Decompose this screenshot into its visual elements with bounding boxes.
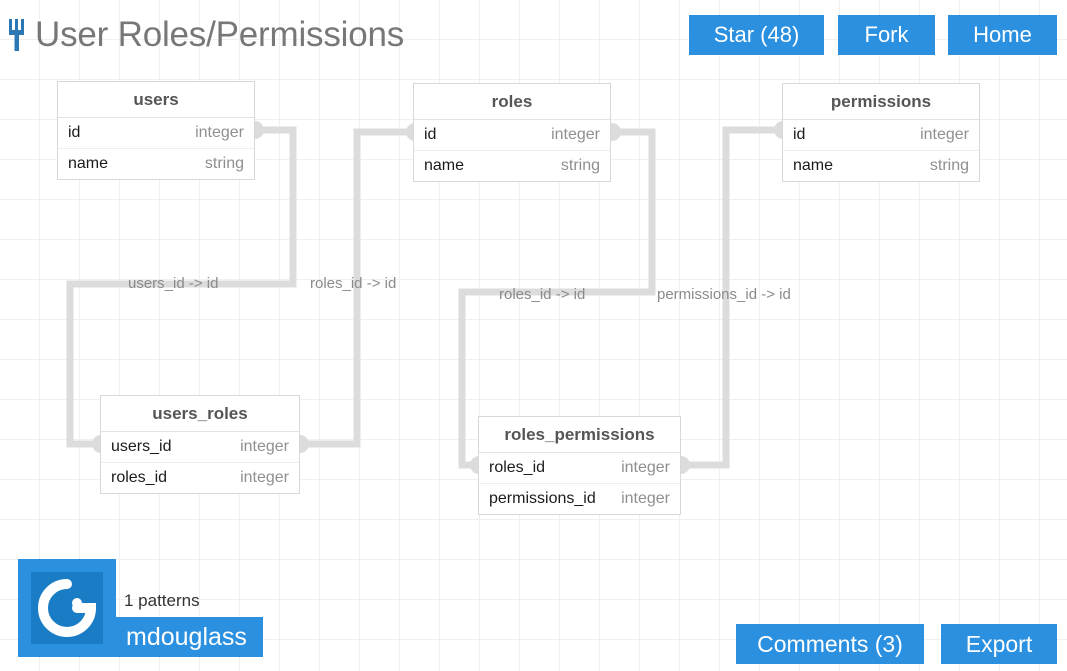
column-name: name: [793, 157, 834, 174]
entity-column-row[interactable]: name string: [58, 149, 254, 179]
edge-roles-permissions-to-roles: [458, 128, 656, 469]
edge-label-users-roles-to-roles: roles_id -> id: [310, 275, 397, 292]
home-button[interactable]: Home: [948, 15, 1057, 55]
column-name: id: [424, 126, 437, 143]
column-name: roles_id: [111, 469, 168, 486]
entity-table-title: permissions: [783, 84, 979, 120]
entity-table-users-roles[interactable]: users_roles users_id integer roles_id in…: [100, 395, 300, 494]
edge-label-roles-permissions-to-permissions: permissions_id -> id: [657, 286, 791, 303]
entity-table-title: users: [58, 82, 254, 118]
patterns-count-label: 1 patterns: [124, 591, 200, 610]
entity-table-title: users_roles: [101, 396, 299, 432]
page-title-block: User Roles/Permissions: [8, 10, 404, 60]
edge-users-roles-to-roles: [300, 128, 414, 448]
star-button[interactable]: Star (48): [689, 15, 824, 55]
entity-table-users[interactable]: users id integer name string: [57, 81, 255, 180]
entity-column-row[interactable]: name string: [414, 151, 610, 181]
page-title: User Roles/Permissions: [35, 15, 405, 54]
entity-column-row[interactable]: id integer: [783, 120, 979, 151]
column-name: roles_id: [489, 459, 546, 476]
edge-roles-permissions-to-permissions: [680, 126, 782, 469]
entity-table-title: roles: [414, 84, 610, 120]
column-type: integer: [621, 459, 670, 476]
entity-column-row[interactable]: name string: [783, 151, 979, 181]
column-name: users_id: [111, 438, 172, 455]
column-name: id: [68, 124, 81, 141]
author-name-badge[interactable]: mdouglass: [110, 617, 263, 657]
entity-table-roles-permissions[interactable]: roles_permissions roles_id integer permi…: [478, 416, 681, 515]
author-avatar-block[interactable]: [18, 559, 116, 657]
entity-column-row[interactable]: roles_id integer: [479, 453, 680, 484]
fork-icon: [9, 19, 24, 51]
column-type: string: [560, 157, 600, 174]
column-name: name: [68, 155, 109, 172]
entity-column-row[interactable]: users_id integer: [101, 432, 299, 463]
fork-button[interactable]: Fork: [838, 15, 935, 55]
column-name: id: [793, 126, 806, 143]
edge-label-roles-permissions-to-roles: roles_id -> id: [499, 286, 586, 303]
column-type: integer: [551, 126, 600, 143]
entity-column-row[interactable]: id integer: [414, 120, 610, 151]
entity-column-row[interactable]: roles_id integer: [101, 463, 299, 493]
export-button[interactable]: Export: [941, 624, 1057, 664]
edge-label-users-roles-to-users: users_id -> id: [128, 275, 219, 292]
column-name: permissions_id: [489, 490, 596, 507]
column-type: integer: [240, 438, 289, 455]
column-type: string: [204, 155, 244, 172]
column-type: integer: [920, 126, 969, 143]
column-type: string: [929, 157, 969, 174]
edge-users-roles-to-users: [66, 126, 297, 448]
entity-column-row[interactable]: id integer: [58, 118, 254, 149]
column-name: name: [424, 157, 465, 174]
entity-column-row[interactable]: permissions_id integer: [479, 484, 680, 514]
column-type: integer: [621, 490, 670, 507]
entity-table-title: roles_permissions: [479, 417, 680, 453]
comments-button[interactable]: Comments (3): [736, 624, 924, 664]
column-type: integer: [195, 124, 244, 141]
entity-table-permissions[interactable]: permissions id integer name string: [782, 83, 980, 182]
gravatar-logo-icon: [31, 572, 103, 644]
column-type: integer: [240, 469, 289, 486]
entity-table-roles[interactable]: roles id integer name string: [413, 83, 611, 182]
